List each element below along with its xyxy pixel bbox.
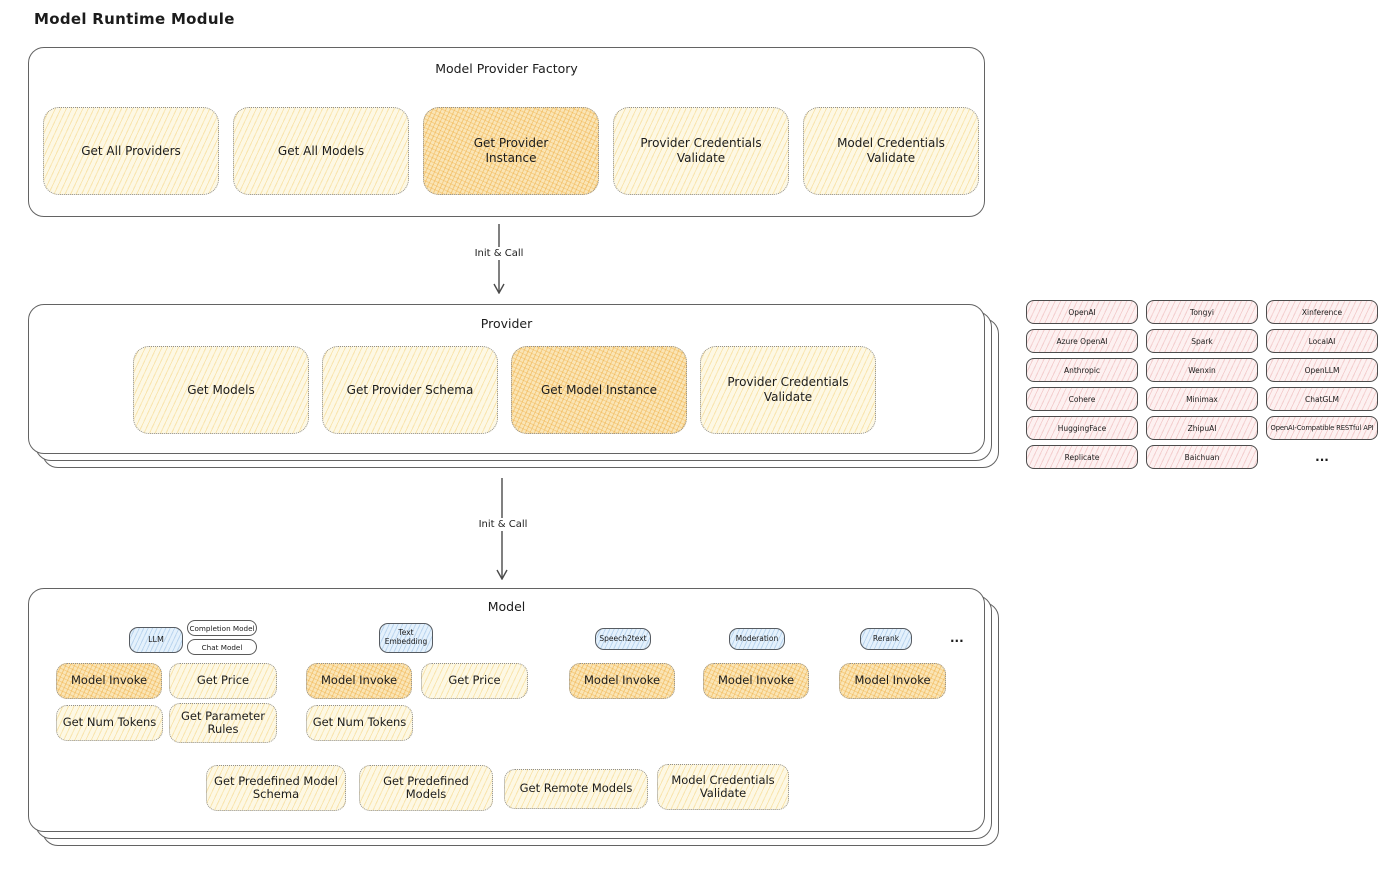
get-predefined-model-schema-button: Get Predefined Model Schema [206, 765, 346, 811]
provider-cell-anthropic: Anthropic [1026, 358, 1138, 382]
provider-cell-huggingface: HuggingFace [1026, 416, 1138, 440]
factory-button-model-credentials-validate: Model Credentials Validate [803, 107, 979, 195]
llm-get-num-tokens-button: Get Num Tokens [56, 705, 163, 741]
llm-model-invoke-button: Model Invoke [56, 663, 162, 699]
init-call-label-top: Init & Call [469, 247, 529, 260]
provider-cell-chatglm: ChatGLM [1266, 387, 1378, 411]
llm-get-parameter-rules-button: Get Parameter Rules [169, 703, 277, 743]
factory-panel: Model Provider Factory Get All Providers… [28, 47, 985, 217]
get-predefined-models-button: Get Predefined Models [359, 765, 493, 811]
badge-llm: LLM [129, 627, 183, 653]
provider-button-provider-credentials-validate: Provider Credentials Validate [700, 346, 876, 434]
badge-moderation: Moderation [729, 628, 785, 650]
provider-panel: Provider Get Models Get Provider Schema … [28, 304, 985, 454]
provider-cell-xinference: Xinference [1266, 300, 1378, 324]
provider-cell-zhipuai: ZhipuAI [1146, 416, 1258, 440]
moderation-model-invoke-button: Model Invoke [703, 663, 809, 699]
model-panel-title: Model [487, 599, 526, 614]
provider-cell-openllm: OpenLLM [1266, 358, 1378, 382]
model-panel: Model LLM Completion Model Chat Model Te… [28, 588, 985, 832]
init-call-label-bottom: Init & Call [473, 518, 533, 531]
badge-rerank: Rerank [860, 628, 912, 650]
factory-panel-title: Model Provider Factory [435, 61, 578, 76]
provider-cell-tongyi: Tongyi [1146, 300, 1258, 324]
text-embedding-get-num-tokens-button: Get Num Tokens [306, 705, 413, 741]
text-embedding-get-price-button: Get Price [421, 663, 528, 699]
provider-cell-baichuan: Baichuan [1146, 445, 1258, 469]
badge-chat-model: Chat Model [187, 639, 257, 655]
badge-speech2text: Speech2text [595, 628, 651, 650]
factory-button-provider-credentials-validate: Provider Credentials Validate [613, 107, 789, 195]
llm-get-price-button: Get Price [169, 663, 277, 699]
provider-cell-replicate: Replicate [1026, 445, 1138, 469]
provider-cell-openai-compatible: OpenAI-Compatible RESTful API [1266, 416, 1378, 440]
rerank-model-invoke-button: Model Invoke [839, 663, 946, 699]
speech2text-model-invoke-button: Model Invoke [569, 663, 675, 699]
get-remote-models-button: Get Remote Models [504, 769, 648, 809]
provider-cell-cohere: Cohere [1026, 387, 1138, 411]
factory-button-get-all-providers: Get All Providers [43, 107, 219, 195]
factory-button-get-all-models: Get All Models [233, 107, 409, 195]
badge-completion-model: Completion Model [187, 620, 257, 636]
provider-list-grid: OpenAI Tongyi Xinference Azure OpenAI Sp… [1026, 300, 1378, 469]
provider-cell-minimax: Minimax [1146, 387, 1258, 411]
provider-button-get-provider-schema: Get Provider Schema [322, 346, 498, 434]
provider-cell-spark: Spark [1146, 329, 1258, 353]
provider-cell-azure-openai: Azure OpenAI [1026, 329, 1138, 353]
model-groups-ellipsis: ... [950, 631, 964, 645]
provider-list-ellipsis: ... [1315, 450, 1329, 464]
badge-text-embedding: Text Embedding [379, 623, 433, 653]
factory-button-get-provider-instance: Get Provider Instance [423, 107, 599, 195]
provider-cell-openai: OpenAI [1026, 300, 1138, 324]
provider-button-get-models: Get Models [133, 346, 309, 434]
page-title: Model Runtime Module [34, 10, 235, 28]
provider-cell-wenxin: Wenxin [1146, 358, 1258, 382]
provider-cell-localai: LocalAI [1266, 329, 1378, 353]
text-embedding-model-invoke-button: Model Invoke [306, 663, 412, 699]
provider-button-get-model-instance: Get Model Instance [511, 346, 687, 434]
provider-panel-title: Provider [480, 316, 533, 331]
model-credentials-validate-button: Model Credentials Validate [657, 764, 789, 810]
